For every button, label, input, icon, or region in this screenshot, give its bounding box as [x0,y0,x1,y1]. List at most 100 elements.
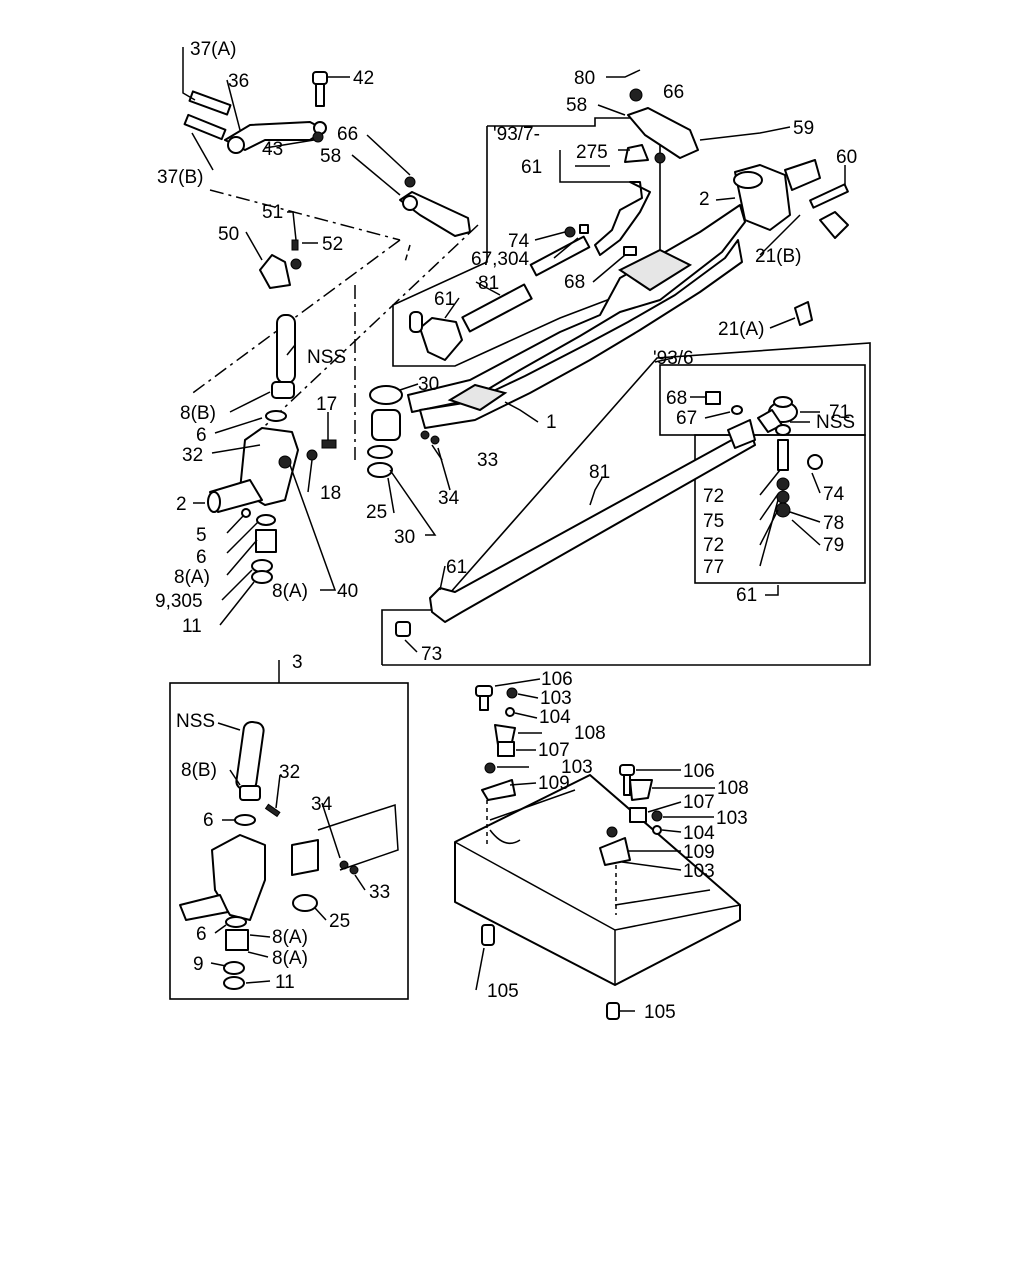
bracket-left-hardware [475,685,518,946]
tie-rod-93-7 [409,88,699,361]
label-109-left: 109 [538,773,570,794]
label-25-upper: 25 [366,502,387,523]
label-nss-box3: NSS [176,711,215,732]
bracket-50 [259,239,302,289]
label-33-upper: 33 [477,450,498,471]
label-6-box3-upper: 6 [203,810,214,831]
bracket-right-hardware [599,764,663,1020]
label-80: 80 [574,68,595,89]
label-93-7: '93/7- [493,124,540,145]
label-2-left: 2 [176,494,187,515]
label-9305: 9,305 [155,591,203,612]
label-36: 36 [228,71,249,92]
label-30-lower: 30 [394,527,415,548]
callout-labels: 37(A) 36 42 37(B) 43 66 58 51 50 52 NSS … [155,39,857,1023]
knuckle-right [733,159,849,326]
axle-beam [407,204,746,429]
label-5: 5 [196,525,207,546]
label-34-box3: 34 [311,794,333,815]
label-42: 42 [353,68,374,89]
label-105-left: 105 [487,981,519,1002]
label-50: 50 [218,224,239,245]
label-33-box3: 33 [369,882,390,903]
label-2-right: 2 [699,189,710,210]
label-105-right: 105 [644,1002,676,1023]
label-78: 78 [823,513,844,534]
label-59: 59 [793,118,814,139]
knuckle-left [207,381,337,584]
label-104-left: 104 [539,707,571,728]
label-71: 71 [829,402,850,423]
label-11-upper: 11 [182,616,202,637]
label-79: 79 [823,535,844,556]
label-107-right: 107 [683,792,715,813]
label-107-left: 107 [538,740,570,761]
plate-assembly [454,774,741,986]
box3-parts [179,720,399,990]
label-52: 52 [322,234,343,255]
label-21a: 21(A) [718,319,764,340]
label-58-right: 58 [566,95,587,116]
label-60: 60 [836,147,857,168]
box-3-knuckle-detail [169,682,409,1000]
label-68-upper: 68 [564,272,585,293]
label-67-304: 67,304 [471,249,530,270]
label-72-lower: 72 [703,535,724,556]
label-8a-upper-2: 8(A) [272,581,308,602]
label-nss-upper: NSS [307,347,346,368]
label-109-right: 109 [683,842,715,863]
label-75: 75 [703,511,724,532]
label-6-upper: 6 [196,425,207,446]
label-25-box3: 25 [329,911,350,932]
label-40: 40 [337,581,358,602]
label-3: 3 [292,652,303,673]
label-43: 43 [262,139,283,160]
label-74-lower: 74 [823,484,845,505]
label-51: 51 [262,202,283,223]
bolt-37a [188,90,232,116]
label-18: 18 [320,483,341,504]
label-61-mid: 61 [434,289,455,310]
label-74-upper: 74 [508,231,530,252]
stud-42 [312,71,328,107]
label-67: 67 [676,408,697,429]
label-9-box3: 9 [193,954,204,975]
label-8a-box3-2: 8(A) [272,948,308,969]
label-103-left-a: 103 [540,688,572,709]
label-8b-box3: 8(B) [181,760,217,781]
label-103-right-a: 103 [716,808,748,829]
label-8a-upper-1: 8(A) [174,567,210,588]
label-103-right-b: 103 [683,861,715,882]
label-30-upper: 30 [418,374,439,395]
nut-43 [312,131,324,143]
label-32-upper: 32 [182,445,203,466]
label-61-upper: 61 [521,157,542,178]
label-106-left: 106 [541,669,573,690]
label-68-lower: 68 [666,388,687,409]
label-73: 73 [421,644,442,665]
label-66-left: 66 [337,124,358,145]
label-104-right: 104 [683,823,715,844]
label-17: 17 [316,394,337,415]
label-32-box3: 32 [279,762,300,783]
arm-58-left [399,176,471,237]
label-108-left: 108 [574,723,606,744]
label-6-box3-lower: 6 [196,924,207,945]
label-81-lower: 81 [589,462,610,483]
label-37a: 37(A) [190,39,236,60]
label-81-upper: 81 [478,273,499,294]
box-93-7-assembly [392,117,661,367]
label-11-box3: 11 [275,972,295,993]
label-93-6: '93/6 [653,348,694,369]
tie-rod-93-6 [395,391,823,637]
label-72-upper: 72 [703,486,724,507]
label-66-right: 66 [663,82,684,103]
label-37b: 37(B) [157,167,203,188]
label-106-right: 106 [683,761,715,782]
label-103-left-b: 103 [561,757,593,778]
label-8a-box3-1: 8(A) [272,927,308,948]
label-34-upper: 34 [438,488,460,509]
axle-end-bushings [367,385,440,478]
label-61-assembly: 61 [736,585,757,606]
